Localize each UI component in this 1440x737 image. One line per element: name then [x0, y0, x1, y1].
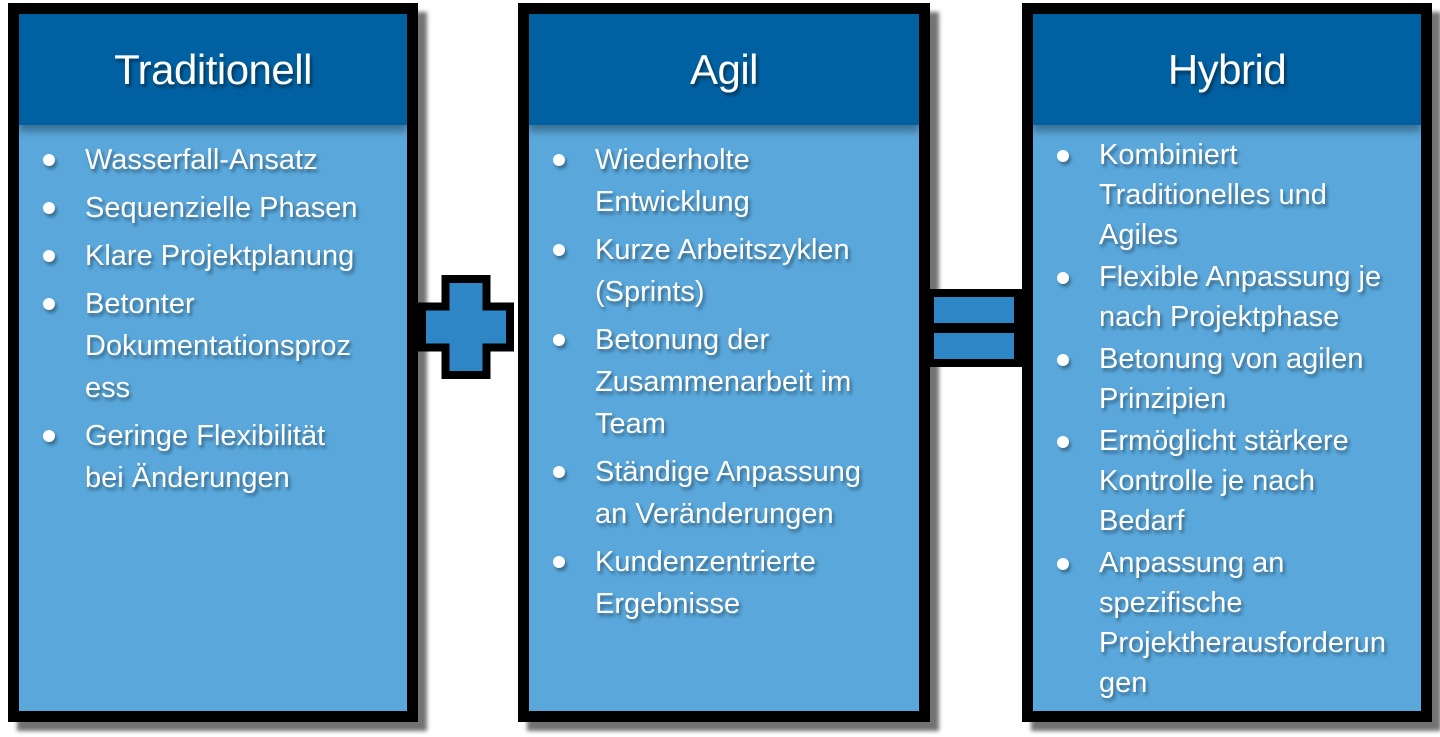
- bullet-item: Kombiniert Traditionelles und Agiles: [1043, 135, 1411, 255]
- bullet-item: Kurze Arbeitszyklen (Sprints): [539, 229, 909, 313]
- bullet-item: Betonung von agilen Prinzipien: [1043, 339, 1411, 419]
- bullet-item: Wasserfall-Ansatz: [29, 139, 397, 181]
- column-card-agil: Agil Wiederholte Entwicklung Kurze Arbei…: [518, 3, 930, 722]
- bullet-item: Ständige Anpassung an Veränderungen: [539, 451, 909, 535]
- bullet-item: Betonung der Zusammenarbeit im Team: [539, 319, 909, 445]
- bullet-list: Wiederholte Entwicklung Kurze Arbeitszyk…: [539, 139, 909, 625]
- column-body: Kombiniert Traditionelles und Agiles Fle…: [1033, 125, 1421, 703]
- bullet-item: Geringe Flexibilität bei Änderungen: [29, 415, 397, 499]
- column-header: Traditionell: [19, 14, 407, 125]
- bullet-item: Wiederholte Entwicklung: [539, 139, 909, 223]
- bullet-item: Kundenzentrierte Ergebnisse: [539, 541, 909, 625]
- column-card-traditionell: Traditionell Wasserfall-Ansatz Sequenzie…: [8, 3, 418, 722]
- plus-icon: [418, 275, 514, 379]
- bullet-item: Sequenzielle Phasen: [29, 187, 397, 229]
- column-header: Agil: [529, 14, 919, 125]
- column-title: Hybrid: [1167, 45, 1287, 93]
- bullet-item: Klare Projektplanung: [29, 235, 397, 277]
- bullet-list: Kombiniert Traditionelles und Agiles Fle…: [1043, 135, 1411, 703]
- bullet-item: Betonter Dokumentationsproz ess: [29, 283, 397, 409]
- column-title: Traditionell: [114, 45, 312, 93]
- column-body: Wasserfall-Ansatz Sequenzielle Phasen Kl…: [19, 125, 407, 499]
- column-body: Wiederholte Entwicklung Kurze Arbeitszyk…: [529, 125, 919, 625]
- bullet-list: Wasserfall-Ansatz Sequenzielle Phasen Kl…: [29, 139, 397, 499]
- column-card-hybrid: Hybrid Kombiniert Traditionelles und Agi…: [1022, 3, 1432, 722]
- bullet-item: Ermöglicht stärkere Kontrolle je nach Be…: [1043, 421, 1411, 541]
- column-title: Agil: [689, 45, 759, 93]
- column-header: Hybrid: [1033, 14, 1421, 125]
- bullet-item: Flexible Anpassung je nach Projektphase: [1043, 257, 1411, 337]
- equals-icon: [926, 289, 1022, 367]
- bullet-item: Anpassung an spezifische Projektherausfo…: [1043, 543, 1411, 703]
